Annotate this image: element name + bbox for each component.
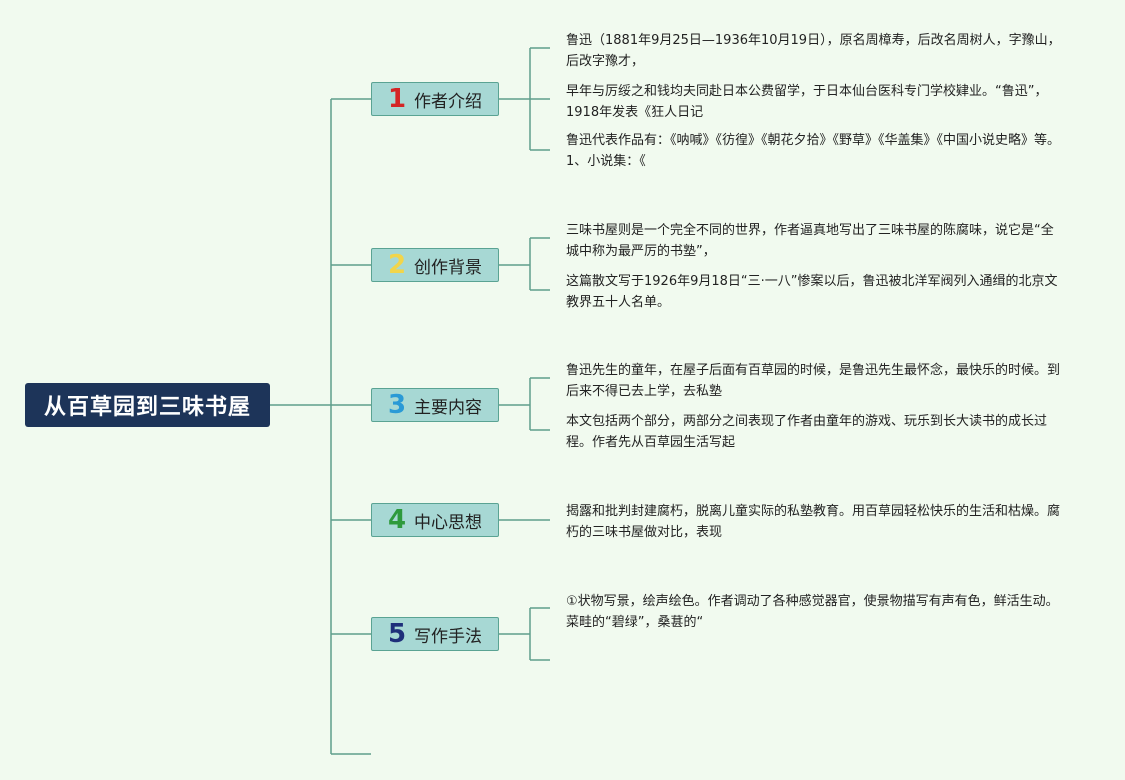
note-1-2[interactable]: 早年与厉绥之和钱均夫同赴日本公费留学，于日本仙台医科专门学校肄业。“鲁迅”，19… (566, 84, 1048, 120)
topic-label: 写作手法 (414, 626, 483, 647)
topic-writing-techniques[interactable]: 5 写作手法 (371, 617, 499, 651)
note-1-1[interactable]: 鲁迅（1881年9月25日—1936年10月19日），原名周樟寿，后改名周树人，… (566, 33, 1061, 69)
topic-background[interactable]: 2 创作背景 (371, 248, 499, 282)
topic-label: 中心思想 (414, 512, 483, 533)
number-4-icon: 4 (387, 505, 407, 535)
topic-label: 创作背景 (414, 257, 483, 278)
topic-main-content[interactable]: 3 主要内容 (371, 388, 499, 422)
note-3-2[interactable]: 本文包括两个部分，两部分之间表现了作者由童年的游戏、玩乐到长大读书的成长过程。作… (566, 414, 1048, 450)
topic-label: 作者介绍 (414, 91, 483, 112)
note-3-1[interactable]: 鲁迅先生的童年，在屋子后面有百草园的时候，是鲁迅先生最怀念，最快乐的时候。到后来… (566, 363, 1061, 399)
note-2-1[interactable]: 三味书屋则是一个完全不同的世界，作者逼真地写出了三味书屋的陈腐味，说它是“全城中… (566, 223, 1054, 259)
note-4-1[interactable]: 揭露和批判封建腐朽，脱离儿童实际的私塾教育。用百草园轻松快乐的生活和枯燥。腐朽的… (566, 504, 1061, 540)
number-2-icon: 2 (387, 250, 407, 280)
note-1-3[interactable]: 鲁迅代表作品有：《呐喊》《彷徨》《朝花夕拾》《野草》《华盖集》《中国小说史略》等… (566, 133, 1061, 169)
number-5-icon: 5 (387, 619, 407, 649)
note-5-1[interactable]: ①状物写景，绘声绘色。作者调动了各种感觉器官，使景物描写有声有色，鲜活生动。菜畦… (566, 594, 1059, 630)
topic-label: 主要内容 (414, 397, 483, 418)
root-node[interactable]: 从百草园到三味书屋 (25, 383, 270, 427)
topic-author-intro[interactable]: 1 作者介绍 (371, 82, 499, 116)
root-label: 从百草园到三味书屋 (43, 395, 251, 420)
number-1-icon: 1 (387, 84, 407, 114)
note-2-2[interactable]: 这篇散文写于1926年9月18日“三·一八”惨案以后，鲁迅被北洋军阀列入通缉的北… (566, 274, 1058, 310)
topic-central-idea[interactable]: 4 中心思想 (371, 503, 499, 537)
number-3-icon: 3 (387, 390, 407, 420)
